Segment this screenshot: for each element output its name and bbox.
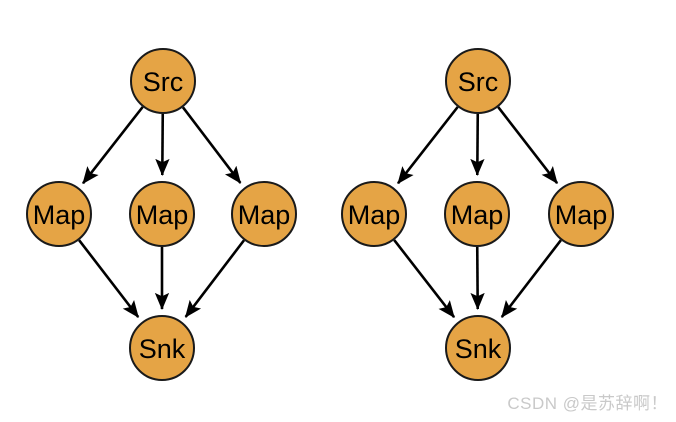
edge-r-map-3-to-r-snk <box>500 239 562 318</box>
edge-r-src-to-r-map-1 <box>396 106 459 185</box>
node-circle-operator[interactable] <box>26 181 92 247</box>
node-circle-sink[interactable] <box>445 315 511 381</box>
node-l-map-3[interactable]: Map <box>231 181 297 247</box>
node-circle-operator[interactable] <box>341 181 407 247</box>
node-r-snk[interactable]: Snk <box>445 315 511 381</box>
edge-l-map-1-to-l-snk <box>78 239 140 318</box>
node-circle-source[interactable] <box>445 48 511 114</box>
node-circle-operator[interactable] <box>231 181 297 247</box>
watermark-text: CSDN @是苏辞啊！ <box>507 394 668 413</box>
edge-l-map-3-to-l-snk <box>184 239 246 318</box>
node-r-map-1[interactable]: Map <box>341 181 407 247</box>
node-l-map-2[interactable]: Map <box>129 181 195 247</box>
edges-layer <box>78 106 562 319</box>
edge-r-src-to-r-map-3 <box>497 106 559 184</box>
node-r-map-2[interactable]: Map <box>444 181 510 247</box>
node-l-src[interactable]: Src <box>130 48 196 114</box>
right-graph-edges <box>393 106 562 319</box>
node-r-map-3[interactable]: Map <box>548 181 614 247</box>
left-graph-edges <box>78 106 246 318</box>
edge-l-src-to-l-map-1 <box>81 106 144 185</box>
node-circle-sink[interactable] <box>129 315 195 381</box>
node-circle-operator[interactable] <box>129 181 195 247</box>
edge-r-map-1-to-r-snk <box>393 239 456 319</box>
node-l-map-1[interactable]: Map <box>26 181 92 247</box>
node-l-snk[interactable]: Snk <box>129 315 195 381</box>
node-circle-source[interactable] <box>130 48 196 114</box>
node-circle-operator[interactable] <box>548 181 614 247</box>
node-r-src[interactable]: Src <box>445 48 511 114</box>
node-circle-operator[interactable] <box>444 181 510 247</box>
edge-l-src-to-l-map-3 <box>181 106 242 184</box>
